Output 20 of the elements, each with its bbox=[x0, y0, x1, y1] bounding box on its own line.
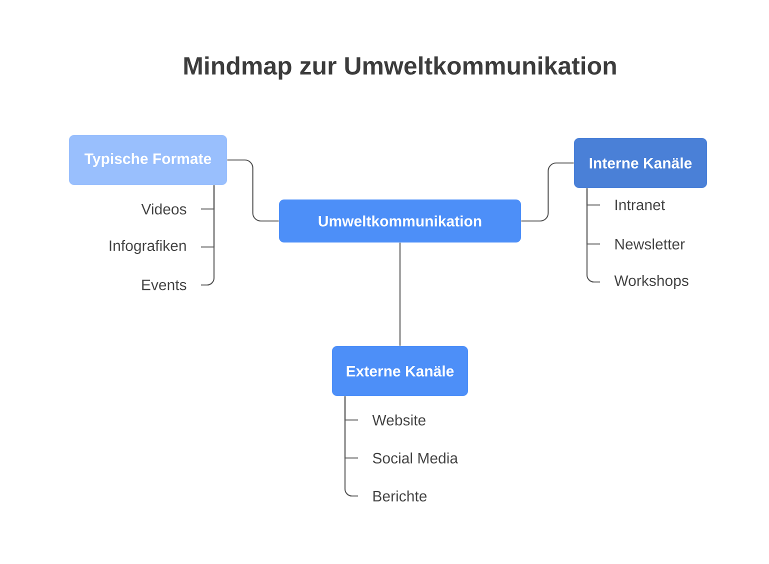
branch-box: Typische Formate bbox=[69, 135, 227, 185]
connector-line bbox=[227, 159, 279, 222]
branch-item: Intranet bbox=[616, 200, 665, 210]
connector-line bbox=[521, 162, 574, 222]
branch-item: Newsletter bbox=[615, 238, 685, 250]
branch-item: Workshops bbox=[614, 275, 688, 289]
branch-item: Social Media bbox=[372, 452, 458, 464]
branch-item: Website bbox=[372, 414, 426, 426]
connector-line bbox=[586, 188, 600, 283]
branch-item: Berichte bbox=[373, 490, 427, 502]
connector-line bbox=[344, 396, 358, 497]
connector-line bbox=[399, 242, 401, 346]
central-topic-box: Umweltkommunikation bbox=[279, 200, 521, 242]
connector-line bbox=[201, 185, 215, 286]
branch-item: Infografiken bbox=[110, 240, 186, 254]
branch-item: Videos bbox=[141, 204, 186, 214]
branch-box: Externe Kanäle bbox=[332, 346, 468, 396]
branch-item: Events bbox=[142, 280, 186, 290]
title: Mindmap zur Umweltkommunikation bbox=[184, 56, 616, 80]
branch-box: Interne Kanäle bbox=[574, 138, 707, 188]
